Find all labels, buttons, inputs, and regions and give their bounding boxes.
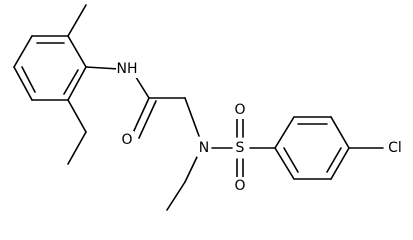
bond	[274, 116, 295, 149]
aryl-ring-left	[13, 35, 87, 101]
atom-amine-n: N	[197, 139, 211, 157]
aryl-ring-right	[274, 116, 350, 180]
atom-nh: NH	[116, 60, 140, 78]
n-ethyl-bond-1	[184, 156, 198, 183]
ch2-n-bond	[184, 97, 200, 137]
atom-carbonyl-o: O	[120, 131, 134, 149]
bond	[67, 66, 87, 101]
ethyl-bond-1	[67, 99, 87, 133]
methyl-bond	[67, 4, 87, 37]
bond	[326, 147, 342, 173]
chlorine-label: Cl	[388, 140, 402, 156]
aryl-nh-bond	[85, 66, 120, 70]
atom-sulfonyl-o-bottom: O	[233, 177, 247, 195]
atom-sulfonyl-o-top: O	[233, 101, 247, 119]
carbonyl-o-label: O	[121, 132, 132, 148]
bond	[21, 66, 36, 93]
bond	[67, 35, 87, 68]
atom-sulfur: S	[233, 139, 247, 157]
bond	[13, 66, 33, 101]
bond	[283, 147, 299, 173]
amide-nh-label: NH	[117, 61, 138, 77]
structure-diagram: NH O N S O O Cl	[13, 4, 406, 211]
bond	[13, 35, 33, 68]
carbonyl-double-bond	[138, 100, 157, 139]
n-ethyl-bond-2	[166, 181, 186, 211]
amine-n-label: N	[199, 140, 209, 156]
atom-chlorine: Cl	[384, 139, 406, 157]
carbonyl-double-bond	[131, 97, 150, 136]
bond	[330, 147, 350, 180]
sulfonyl-o-top-label: O	[234, 102, 245, 118]
bond	[63, 69, 79, 95]
ethyl-bond-2	[67, 131, 87, 165]
sulfonyl-o-bottom-label: O	[234, 178, 245, 194]
bond	[274, 147, 295, 180]
bond	[330, 116, 350, 149]
sulfur-label: S	[236, 140, 245, 156]
